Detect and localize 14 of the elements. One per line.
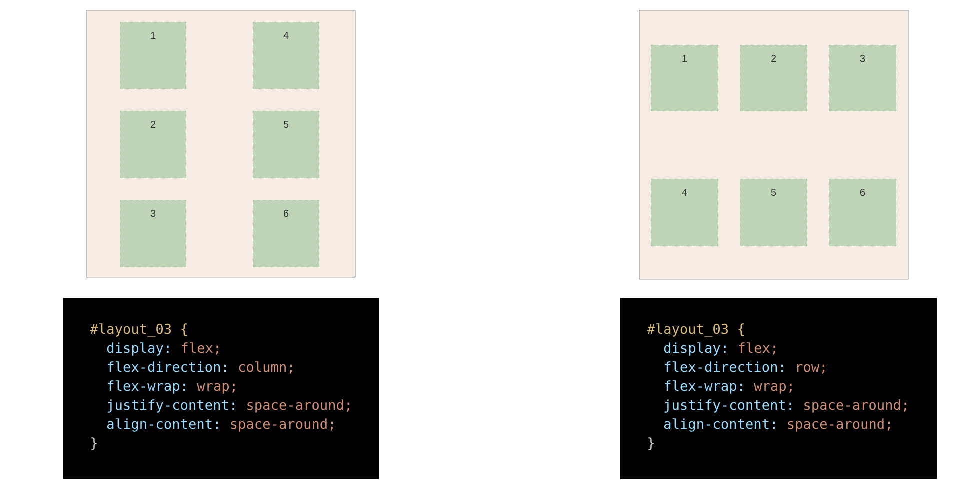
code-block: #layout_03 { display: flex; flex-direction: column; flex-wrap: wrap; justify-content: space-around; align-content: space-around; } bbox=[63, 298, 380, 480]
flex-item-box: 5 bbox=[740, 179, 808, 246]
flex-item-box: 6 bbox=[253, 200, 320, 268]
flex-item-box: 5 bbox=[253, 111, 320, 178]
flex-item-box: 2 bbox=[740, 45, 808, 112]
flex-item-box: 2 bbox=[120, 111, 186, 178]
flex-item-box: 4 bbox=[651, 179, 718, 246]
flex-item-box: 3 bbox=[829, 45, 896, 112]
flex-item-box: 4 bbox=[253, 22, 320, 90]
flex-item-box: 1 bbox=[651, 45, 718, 112]
flex-item-box: 6 bbox=[829, 179, 896, 246]
flex-item-box: 1 bbox=[120, 22, 186, 90]
flex-item-box: 3 bbox=[120, 200, 186, 268]
code-block: #layout_03 { display: flex; flex-direction: row; flex-wrap: wrap; justify-content: space-around; align-content: space-around; } bbox=[620, 298, 938, 480]
